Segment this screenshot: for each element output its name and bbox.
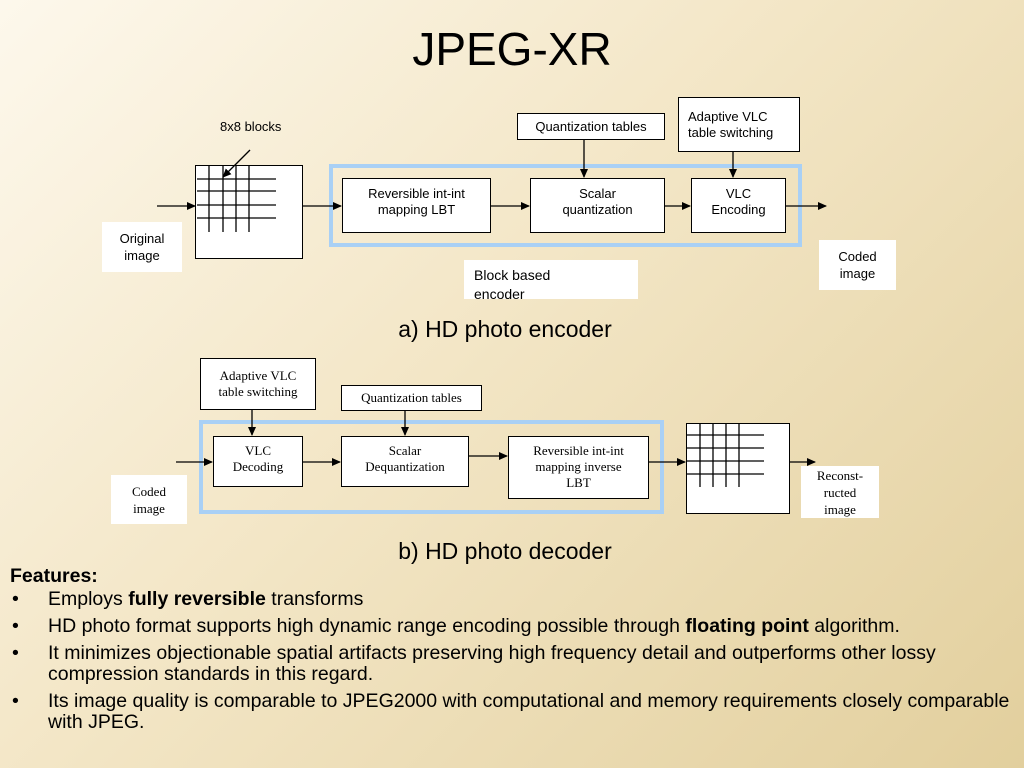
bullet: • (12, 642, 19, 664)
vlc-decoding-box: VLC Decoding (213, 436, 303, 487)
vlc-encoding-box: VLC Encoding (691, 178, 786, 233)
decoder-block-grid (686, 423, 790, 514)
blocks-label: 8x8 blocks (220, 119, 282, 134)
original-image-label: Original image (102, 222, 182, 272)
decoder-coded-image-input: Coded image (111, 475, 187, 524)
inverse-lbt-box: Reversible int-int mapping inverse LBT (508, 436, 649, 499)
bullet: • (12, 690, 19, 712)
list-item: • Its image quality is comparable to JPE… (12, 690, 1010, 733)
reconstructed-image-output: Reconst- ructed image (801, 466, 879, 518)
slide-title: JPEG-XR (412, 23, 612, 75)
decoder-frame (199, 420, 664, 514)
decoder-quantization-tables-box: Quantization tables (341, 385, 482, 411)
quantization-tables-box: Quantization tables (517, 113, 665, 140)
lbt-box: Reversible int-int mapping LBT (342, 178, 491, 233)
decoder-adaptive-vlc-box: Adaptive VLC table switching (200, 358, 316, 410)
features-list: • Employs fully reversible transforms • … (10, 589, 1010, 733)
bullet: • (12, 615, 19, 637)
encoder-caption: a) HD photo encoder (398, 316, 612, 342)
list-item: • Employs fully reversible transforms (12, 588, 364, 610)
features-heading: Features: (10, 565, 98, 587)
coded-image-output: Coded image (819, 240, 896, 290)
list-item: • HD photo format supports high dynamic … (12, 615, 900, 637)
scalar-quantization-box: Scalar quantization (530, 178, 665, 233)
features-section: Features: • Employs fully reversible tra… (10, 566, 1010, 739)
list-item: • It minimizes objectionable spatial art… (12, 642, 936, 685)
block-based-encoder-label: Block based encoder (464, 260, 638, 302)
scalar-dequantization-box: Scalar Dequantization (341, 436, 469, 487)
adaptive-vlc-box: Adaptive VLC table switching (678, 97, 800, 152)
decoder-caption: b) HD photo decoder (398, 538, 612, 564)
bullet: • (12, 588, 19, 610)
